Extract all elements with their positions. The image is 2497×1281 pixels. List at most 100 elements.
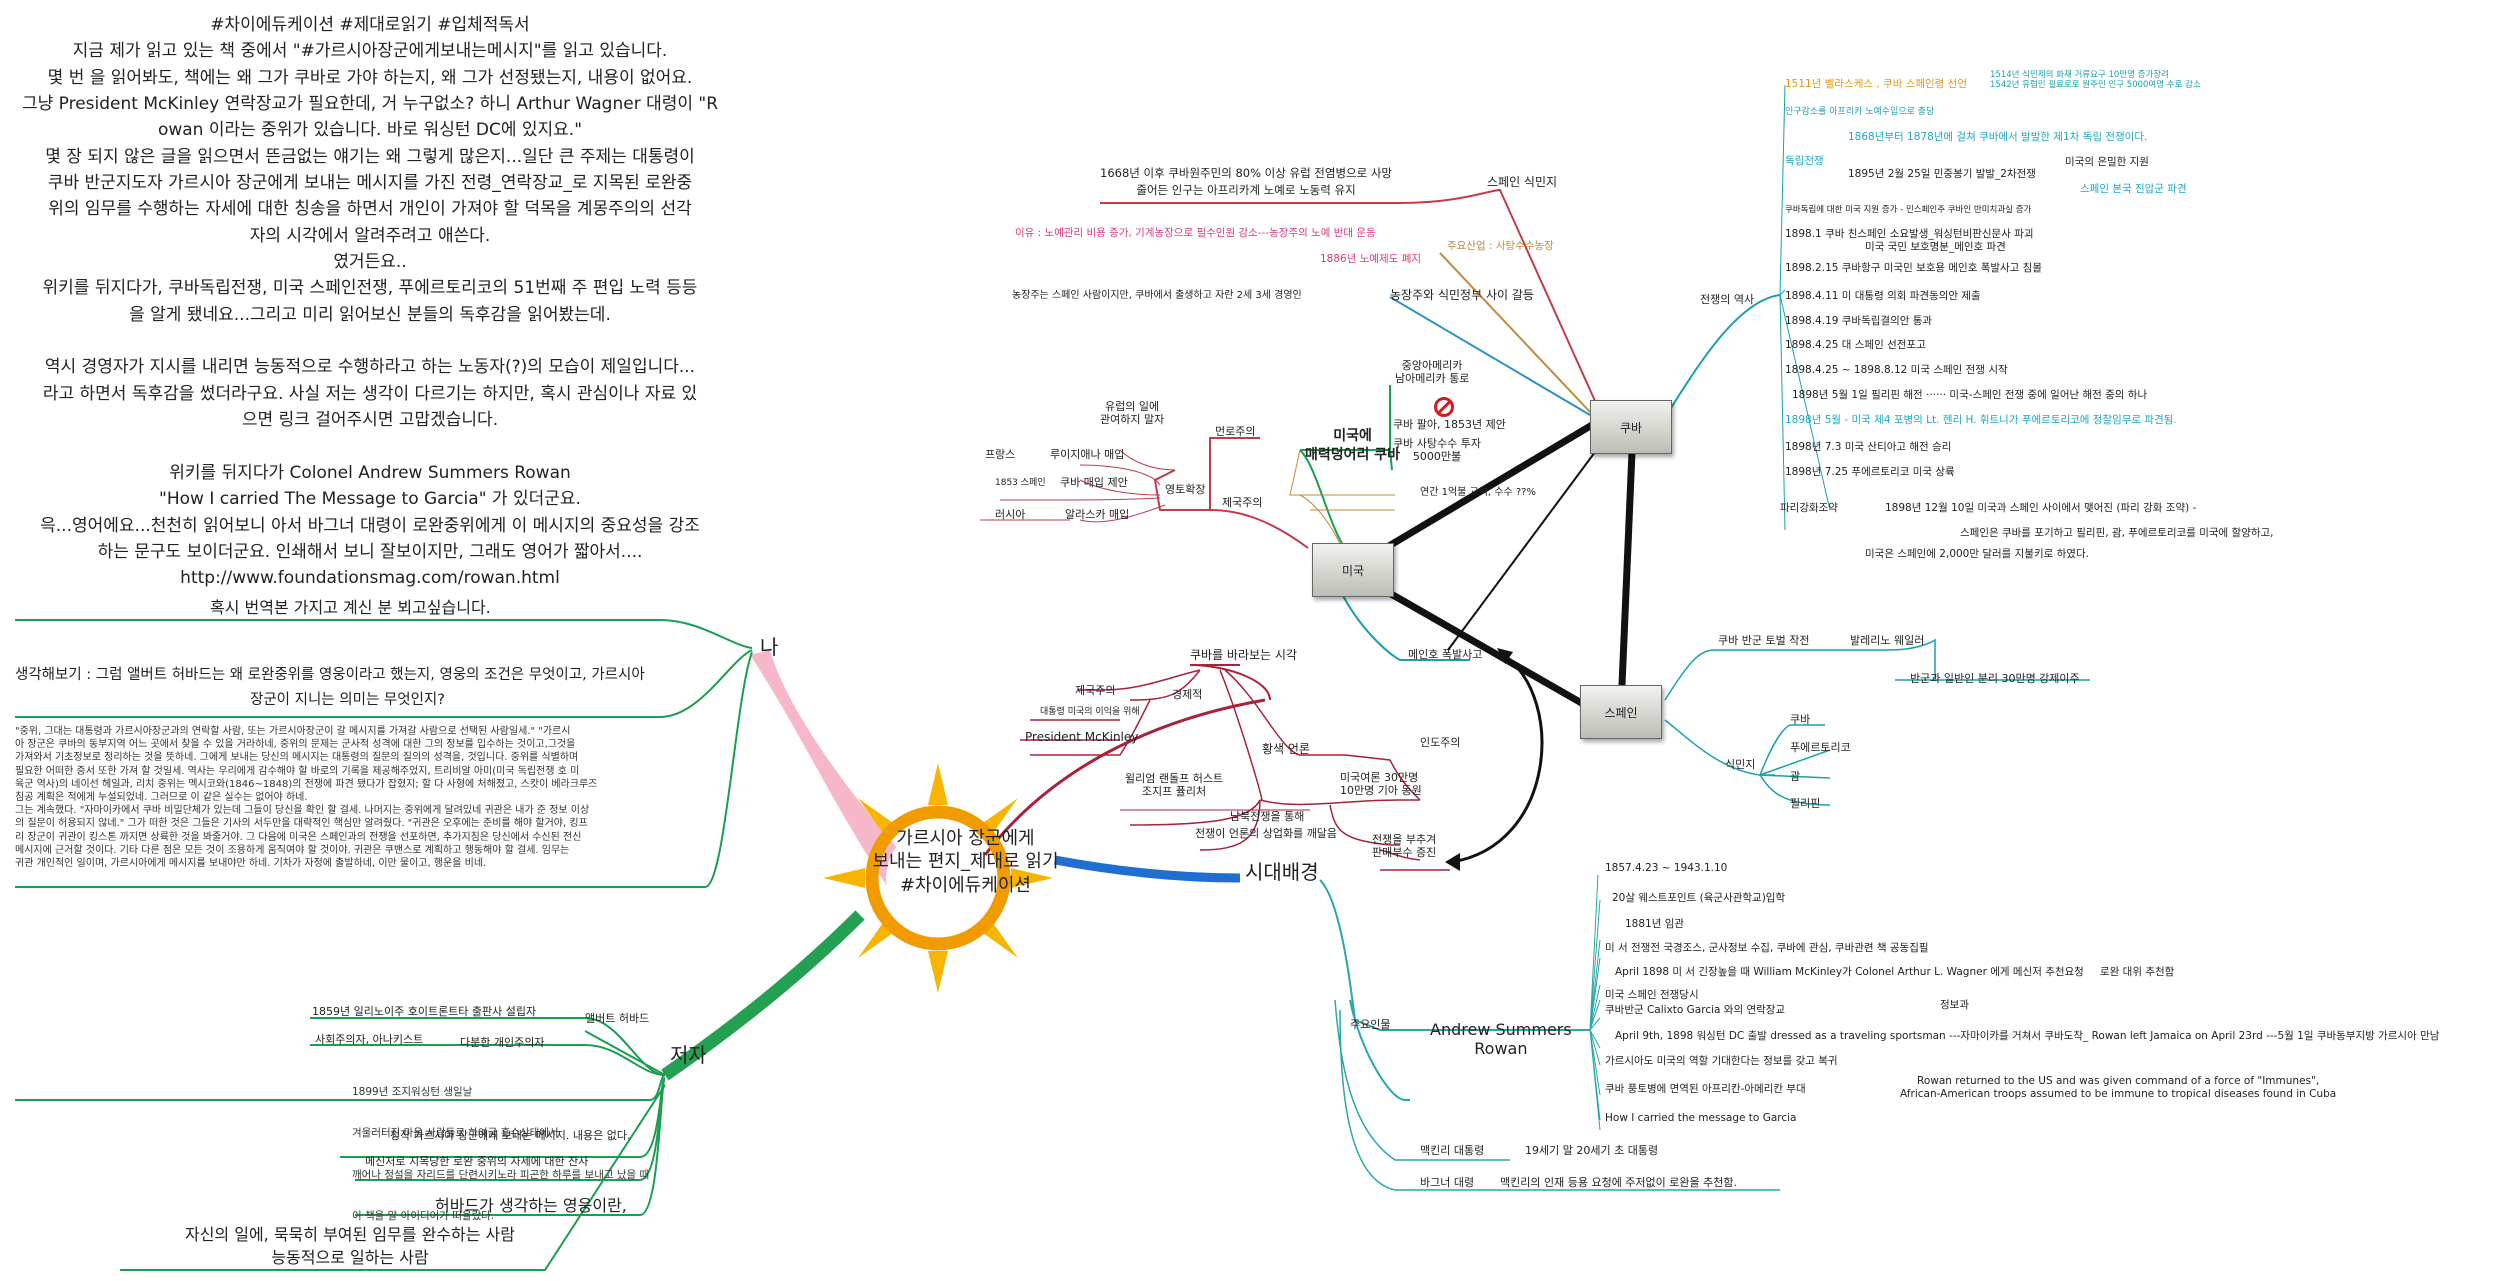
spain-rebel: 쿠바 반군 토벌 작전 bbox=[1718, 634, 1810, 647]
sun-icon bbox=[823, 763, 1053, 993]
rowan-1: 1857.4.23 ~ 1943.1.10 bbox=[1605, 862, 1728, 874]
branch-author-label[interactable]: 저자 bbox=[670, 1043, 707, 1067]
usa-south: 중앙아메리카 남아메리카 통로 bbox=[1395, 359, 1470, 386]
view-hearst: 윌리엄 랜돌프 허스트 조지프 퓰리처 bbox=[1125, 772, 1224, 799]
intro-line: 라고 하면서 독후감을 썼더라구요. 사실 저는 생각이 다르기는 하지만, 혹… bbox=[42, 383, 698, 404]
cuba-1514: 1514년 식민제의 화재 거류요구 10만명 증가장려 1542년 유럽민 필… bbox=[1990, 70, 2201, 91]
cuba-industry: 주요산업 : 사탕수수농장 bbox=[1447, 240, 1554, 252]
intro-line: http://www.foundationsmag.com/rowan.html bbox=[180, 568, 560, 589]
view-media: 전쟁이 언론의 상업화를 깨달음 bbox=[1195, 827, 1338, 840]
cuba-t1898425: 1898.4.25 대 스페인 선전포고 bbox=[1785, 339, 1926, 351]
usa-1853: 1853 스페인 bbox=[995, 478, 1046, 488]
rowan-2: 20살 웨스트포인트 (육군사관학교)입학 bbox=[1612, 892, 1786, 904]
intro-line: 위키를 뒤지다가 Colonel Andrew Summers Rowan bbox=[169, 462, 571, 483]
cuba-1886: 1886년 노예제도 폐지 bbox=[1320, 253, 1422, 265]
cuba-t1898428: 1898.4.25 ~ 1898.8.12 미국 스페인 전쟁 시작 bbox=[1785, 364, 2008, 376]
me-quote: "중위, 그대는 대통령과 가르시아장군과의 연락할 사람, 또는 가르시아장군… bbox=[15, 725, 715, 870]
intro-line: 였거든요.. bbox=[333, 252, 407, 273]
branch-author bbox=[661, 910, 865, 1081]
cuba-conflict: 농장주와 식민정부 사이 갈등 bbox=[1390, 288, 1534, 302]
quote-line: 침공 계획은 적에게 누설되었네. 그러므로 이 같은 실수는 없어야 하네. bbox=[15, 791, 308, 803]
usa-alaska: 알라스카 매입 bbox=[1065, 508, 1130, 521]
quote-line: 의 질문이 허용되지 않네." 그가 떠한 것은 그들은 기사의 서두만을 대략… bbox=[15, 818, 588, 830]
view-war: 전쟁을 부추겨 판매부수 증진 bbox=[1372, 833, 1437, 860]
cuba-pop: 인구감소를 아프리카 노예수입으로 충당 bbox=[1785, 107, 1935, 117]
intro-line: owan 이라는 중위가 있습니다. 바로 워싱턴 DC에 있지요." bbox=[157, 120, 583, 141]
usa-russia: 러시아 bbox=[995, 508, 1026, 521]
intro-line: 역시 경영자가 지시를 내리면 능동적으로 수행하라고 하는 노동자(?)의 모… bbox=[44, 357, 696, 378]
author-note-1: 정작 가르시아 장군에게 보내는 메시지. 내용은 없다. bbox=[390, 1129, 631, 1142]
hero-title: 허바드가 생각하는 영웅이란, bbox=[435, 1196, 627, 1215]
central-topic[interactable]: 가르시아 장군에게 보내는 편지_제대로 읽기 #차이에듀케이션 bbox=[858, 827, 1073, 897]
scroll-box-icon: 미국 bbox=[1341, 563, 1365, 578]
me-request: 혹시 번역본 가지고 계신 분 뵈고싶습니다. bbox=[210, 598, 491, 617]
intro-line bbox=[10, 328, 730, 354]
quote-line: 메시지에 근거할 것이다. 기타 다른 점은 모든 것이 조용하게 움직여야 할… bbox=[15, 844, 570, 856]
usa-imperial: 제국주의 bbox=[1222, 496, 1263, 509]
cuba-conflict-sub: 농장주는 스페인 사람이지만, 쿠바에서 출생하고 자란 2세 3세 경영인 bbox=[1012, 290, 1302, 301]
author-born: 1859년 일리노이주 호이트론트타 출판사 설립자 bbox=[312, 1005, 537, 1018]
usa-cuba-buy: 쿠바 매입 제안 bbox=[1060, 476, 1128, 489]
view-imperial-sub: 대통령 미국의 이익을 위해 bbox=[1040, 707, 1140, 717]
quote-line: 필요한 어떠한 증서 또한 가져 할 것일세. 역사는 우리에게 감수해야 할 … bbox=[15, 765, 580, 777]
me-question-1: 생각해보기 : 그럼 앨버트 허바드는 왜 로완중위를 영웅이라고 했는지, 영… bbox=[15, 667, 645, 683]
quote-line: 육군 역사)의 네이선 헤일과, 리치 중위는 멕시코와(1846~1848)의… bbox=[15, 778, 598, 790]
intro-line: 몇 장 되지 않은 글을 읽으면서 뜬금없는 얘기는 왜 그렇게 많은지...일… bbox=[45, 146, 695, 167]
cuba-paris-2: 스페인은 쿠바를 포기하고 필리핀, 괌, 푸에르토리코를 미국에 할양하고, bbox=[1960, 527, 2274, 539]
cuba-paris-3: 미국은 스페인에 2,000만 달러를 지불키로 하였다. bbox=[1865, 548, 2089, 560]
intro-line bbox=[10, 434, 730, 460]
cuba-paris-1: 1898년 12월 10일 미국과 스페인 사이에서 맺어진 (파리 강화 조약… bbox=[1885, 502, 2197, 514]
spain-colony-3: 괌 bbox=[1790, 770, 1801, 783]
usa-maine: 메인호 폭발사고 bbox=[1408, 648, 1483, 661]
cuba-reason: 이유 : 노예관리 비용 증가, 기계농장으로 필수인원 감소---농장주의 노… bbox=[1015, 227, 1376, 239]
arrow-head-war bbox=[1445, 853, 1460, 871]
cuba-1511: 1511년 벨라스케스 , 쿠바 스페인령 선언 bbox=[1785, 78, 1967, 90]
intro-line: 쿠바 반군지도자 가르시아 장군에게 보내는 메시지를 가진 전령_연락장교_로… bbox=[47, 173, 693, 194]
rowan-8: 가르시아도 미국의 역할 기대한다는 정보를 갖고 복귀 bbox=[1605, 1055, 1838, 1067]
arrow-head-maine bbox=[1497, 648, 1513, 664]
era-main-people: 주요인물 bbox=[1350, 1018, 1391, 1031]
cuba-paris: 파리강화조약 bbox=[1780, 502, 1838, 514]
hero-lines: 자신의 일에, 묵묵히 부여된 임무를 완수하는 사람 능동적으로 일하는 사람 bbox=[184, 1225, 515, 1268]
era-wagner-sub: 맥킨리의 인재 등용 요청에 주저없이 로완을 추천함. bbox=[1500, 1176, 1737, 1189]
rowan-9b: Rowan returned to the US and was given c… bbox=[1900, 1075, 2337, 1100]
cuba-t18985: 1898년 5월 1일 필리핀 해전 ······ 미국-스페인 전쟁 중에 일… bbox=[1792, 389, 2148, 401]
quote-line: "중위, 그대는 대통령과 가르시아장군과의 연락할 사람, 또는 가르시아장군… bbox=[15, 726, 571, 737]
central-topic-line-1: 가르시아 장군에게 bbox=[896, 828, 1035, 849]
view-paper: 미국여론 30만명 10만명 기아 동원 bbox=[1340, 771, 1422, 798]
intro-line: 몇 번 을 읽어봐도, 책에는 왜 그가 쿠바로 가야 하는지, 왜 그가 선정… bbox=[47, 67, 693, 88]
rowan-6c: 정보과 bbox=[1940, 999, 1969, 1011]
cuba-colony: 스페인 식민지 bbox=[1487, 175, 1558, 189]
branch-era-label[interactable]: 시대배경 bbox=[1245, 860, 1319, 884]
era-rowan: Andrew Summers Rowan bbox=[1430, 1020, 1572, 1059]
intro-line: 으면 링크 걸어주시면 고맙겠습니다. bbox=[241, 410, 499, 431]
cuba-t189825: 1898.2.15 쿠바항구 미국민 보호용 메인호 폭발사고 침몰 bbox=[1785, 262, 2043, 274]
intro-line: 그냥 President McKinley 연락장교가 필요한데, 거 누구없소… bbox=[21, 94, 719, 115]
author-note-2: 메신저로 지목당한 로완 중위의 자세에 대한 찬사 bbox=[365, 1155, 589, 1168]
link-usa-spain bbox=[1356, 571, 1587, 709]
rowan-5: April 1898 미 서 긴장높을 때 William McKinley가 … bbox=[1615, 966, 2084, 978]
rowan-7: April 9th, 1898 워싱턴 DC 출발 dressed as a t… bbox=[1615, 1030, 2440, 1042]
usa-expansion: 영토확장 bbox=[1165, 483, 1206, 496]
spain-weyler: 발레리노 웨일러 bbox=[1850, 634, 1925, 647]
branch-me-label[interactable]: 나 bbox=[760, 635, 779, 659]
view-ussr: 남북전쟁을 통해 bbox=[1230, 810, 1305, 823]
cuba-1895: 1895년 2월 25일 민중봉기 발발_2차전쟁 bbox=[1848, 168, 2036, 180]
cuba-t189849: 1898.4.19 쿠바독립결의안 통과 bbox=[1785, 315, 1933, 327]
view-yellow: 황색 언론 bbox=[1262, 742, 1310, 756]
box-usa[interactable]: 미국 bbox=[1312, 543, 1394, 597]
cuba-t18981: 1898.1 쿠바 친스페인 소요발생_워싱턴비판신문사 파괴 미국 국민 보호… bbox=[1785, 228, 2034, 253]
cuba-1895a: 미국의 은밀한 지원 bbox=[2065, 156, 2149, 168]
spain-camp: 반군과 일반인 분리 30만명 강제이주 bbox=[1910, 672, 2080, 685]
central-topic-line-3: #차이에듀케이션 bbox=[899, 874, 1031, 896]
era-mckinley-sub: 19세기 말 20세기 초 대통령 bbox=[1525, 1144, 1659, 1157]
box-cuba[interactable]: 쿠바 bbox=[1590, 400, 1672, 454]
cuba-t189872: 1898년 7.25 푸에르토리코 미국 상륙 bbox=[1785, 466, 1955, 478]
box-spain[interactable]: 스페인 bbox=[1580, 685, 1662, 739]
arrow-maine-war bbox=[1451, 654, 1544, 864]
spain-colony-2: 푸에르토리코 bbox=[1790, 741, 1851, 754]
author-multi: 다분한 개인주의자 bbox=[460, 1036, 545, 1049]
author-name: 앨버트 허바드 bbox=[585, 1012, 650, 1025]
cuba-t18987: 1898년 7.3 미국 산티아고 해전 승리 bbox=[1785, 441, 1952, 453]
